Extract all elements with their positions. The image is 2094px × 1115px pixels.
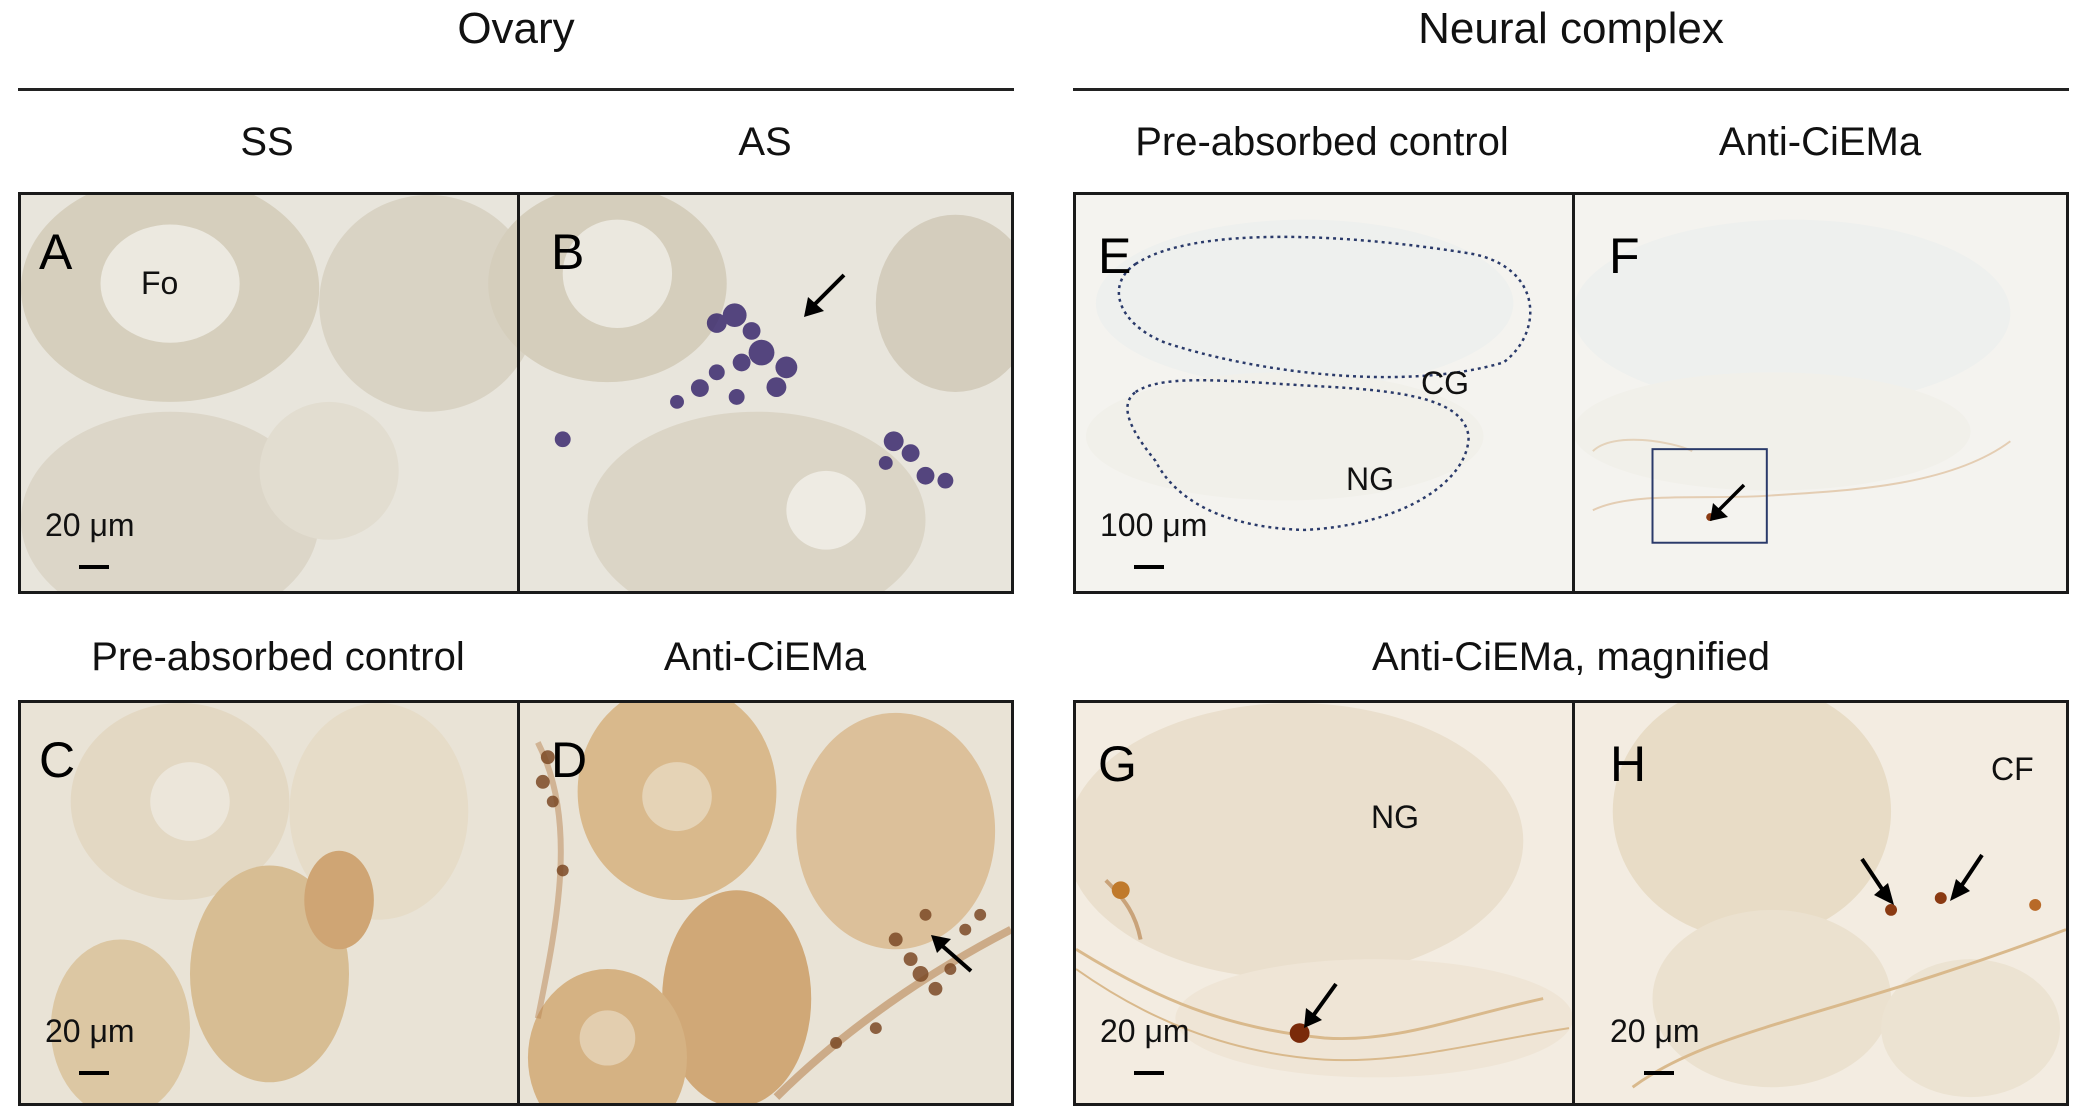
scale-bar-h: [1644, 1071, 1674, 1075]
neural-complex-micrograph: [1076, 195, 2066, 591]
cf-label: CF: [1991, 751, 2034, 787]
arrow-icon-d: [931, 935, 973, 973]
panel-letter-h: H: [1610, 736, 1647, 792]
neural-gland-label: NG: [1346, 461, 1394, 497]
panel-letter-e: E: [1098, 228, 1132, 284]
scale-bar-a: [79, 565, 109, 569]
arrow-icon-h2: [1950, 853, 1984, 901]
subhead-ss: SS: [240, 120, 294, 164]
panel-ab-frame: A Fo 20 μm B: [18, 192, 1014, 594]
scale-bar-e: [1134, 565, 1164, 569]
ovary-ish-micrograph: [21, 195, 1011, 591]
follicle-label: Fo: [141, 265, 179, 301]
cerebral-ganglion-label: CG: [1421, 365, 1469, 401]
panel-cd-frame: C 20 μm D: [18, 700, 1014, 1106]
arrow-icon-f: [1710, 483, 1746, 521]
panel-ab-divider: [517, 195, 520, 591]
scale-label-e: 100 μm: [1100, 507, 1208, 543]
panel-letter-f: F: [1609, 228, 1640, 284]
neural-gland-label-g: NG: [1371, 799, 1419, 835]
scale-bar-c: [79, 1071, 109, 1075]
subhead-neural-magnified: Anti-CiEMa, magnified: [1372, 635, 1770, 679]
neural-section-title: Neural complex: [1418, 4, 1724, 53]
panel-ef-frame: E CG NG 100 μm F: [1073, 192, 2069, 594]
arrow-icon-g: [1304, 982, 1338, 1028]
scale-label-h: 20 μm: [1610, 1013, 1700, 1049]
subhead-as: AS: [738, 120, 792, 164]
neural-magnified-micrograph: [1076, 703, 2066, 1103]
panel-gh-frame: G NG 20 μm H CF 20 μm: [1073, 700, 2069, 1106]
subhead-ovary-control: Pre-absorbed control: [91, 635, 465, 679]
panel-gh-divider: [1572, 703, 1575, 1103]
arrow-icon-h1: [1860, 857, 1894, 905]
panel-letter-c: C: [39, 732, 76, 788]
ovary-section-rule: [18, 88, 1014, 91]
ovary-section-title: Ovary: [457, 4, 575, 53]
panel-ef-divider: [1572, 195, 1575, 591]
panel-letter-d: D: [551, 732, 588, 788]
ovary-ihc-micrograph: [21, 703, 1011, 1103]
scale-label-a: 20 μm: [45, 507, 135, 543]
arrow-icon-b: [804, 273, 846, 317]
scale-bar-g: [1134, 1071, 1164, 1075]
scale-label-g: 20 μm: [1100, 1013, 1190, 1049]
panel-letter-g: G: [1098, 736, 1137, 792]
scale-label-c: 20 μm: [45, 1013, 135, 1049]
neural-section-rule: [1073, 88, 2069, 91]
subhead-neural-control: Pre-absorbed control: [1135, 120, 1509, 164]
subhead-ovary-anti: Anti-CiEMa: [663, 635, 867, 679]
panel-letter-b: B: [551, 224, 585, 280]
panel-cd-divider: [517, 703, 520, 1103]
panel-letter-a: A: [39, 224, 73, 280]
subhead-neural-anti: Anti-CiEMa: [1718, 120, 1922, 164]
